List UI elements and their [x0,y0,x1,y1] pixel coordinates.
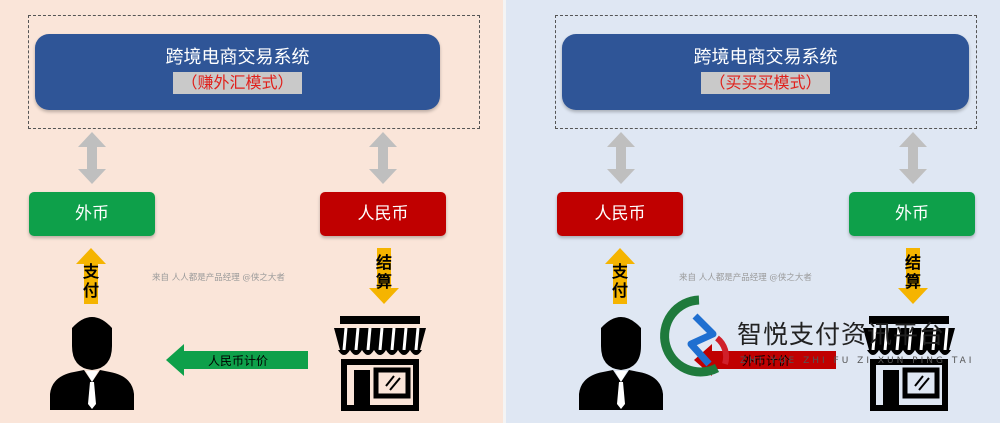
left-price-label: 人民币计价 [208,354,269,368]
right-pay-arrow [605,248,635,304]
right-system-box: 跨境电商交易系统 （买买买模式） [562,34,969,110]
right-pay-label: 支付 [611,262,628,300]
left-pay-arrow [76,248,106,304]
left-rmb-box: 人民币 [320,192,446,236]
right-double-arrow-2 [899,132,927,184]
left-pay-label: 支付 [82,262,99,300]
right-system-mode: （买买买模式） [701,72,830,94]
left-settle-arrow [369,248,399,304]
watermark-brand-name: 智悦支付资讯平台 [737,320,946,349]
left-system-box: 跨境电商交易系统 （赚外汇模式） [35,34,440,110]
right-settle-arrow [898,248,928,304]
left-settle-label: 结算 [375,253,392,291]
right-price-label: 外币计价 [742,354,791,368]
panel-divider [503,0,506,423]
right-double-arrow-1 [607,132,635,184]
right-settle-label: 结算 [904,253,921,291]
right-system-boundary [555,15,977,129]
left-source-note: 来自 人人都是产品经理 @侠之大者 [152,273,285,283]
left-buyer-icon [50,317,134,410]
left-system-title: 跨境电商交易系统 [165,47,310,68]
right-foreign-currency-box: 外币 [849,192,975,236]
watermark-brand-pinyin: ZHI YUE ZHI FU ZI XUN PING TAI [740,356,975,366]
right-rmb-box: 人民币 [557,192,683,236]
right-store-icon [863,316,955,411]
watermark-logo-icon [660,295,730,377]
left-store-icon [334,316,426,411]
left-foreign-currency-box: 外币 [29,192,155,236]
left-system-boundary [28,15,480,129]
left-system-mode: （赚外汇模式） [173,72,302,94]
right-price-arrow [694,344,836,376]
left-price-arrow [166,344,308,376]
right-source-note: 来自 人人都是产品经理 @侠之大者 [679,273,812,283]
right-buyer-icon [579,317,663,410]
left-double-arrow-2 [369,132,397,184]
right-system-title: 跨境电商交易系统 [693,47,838,68]
left-double-arrow-1 [78,132,106,184]
